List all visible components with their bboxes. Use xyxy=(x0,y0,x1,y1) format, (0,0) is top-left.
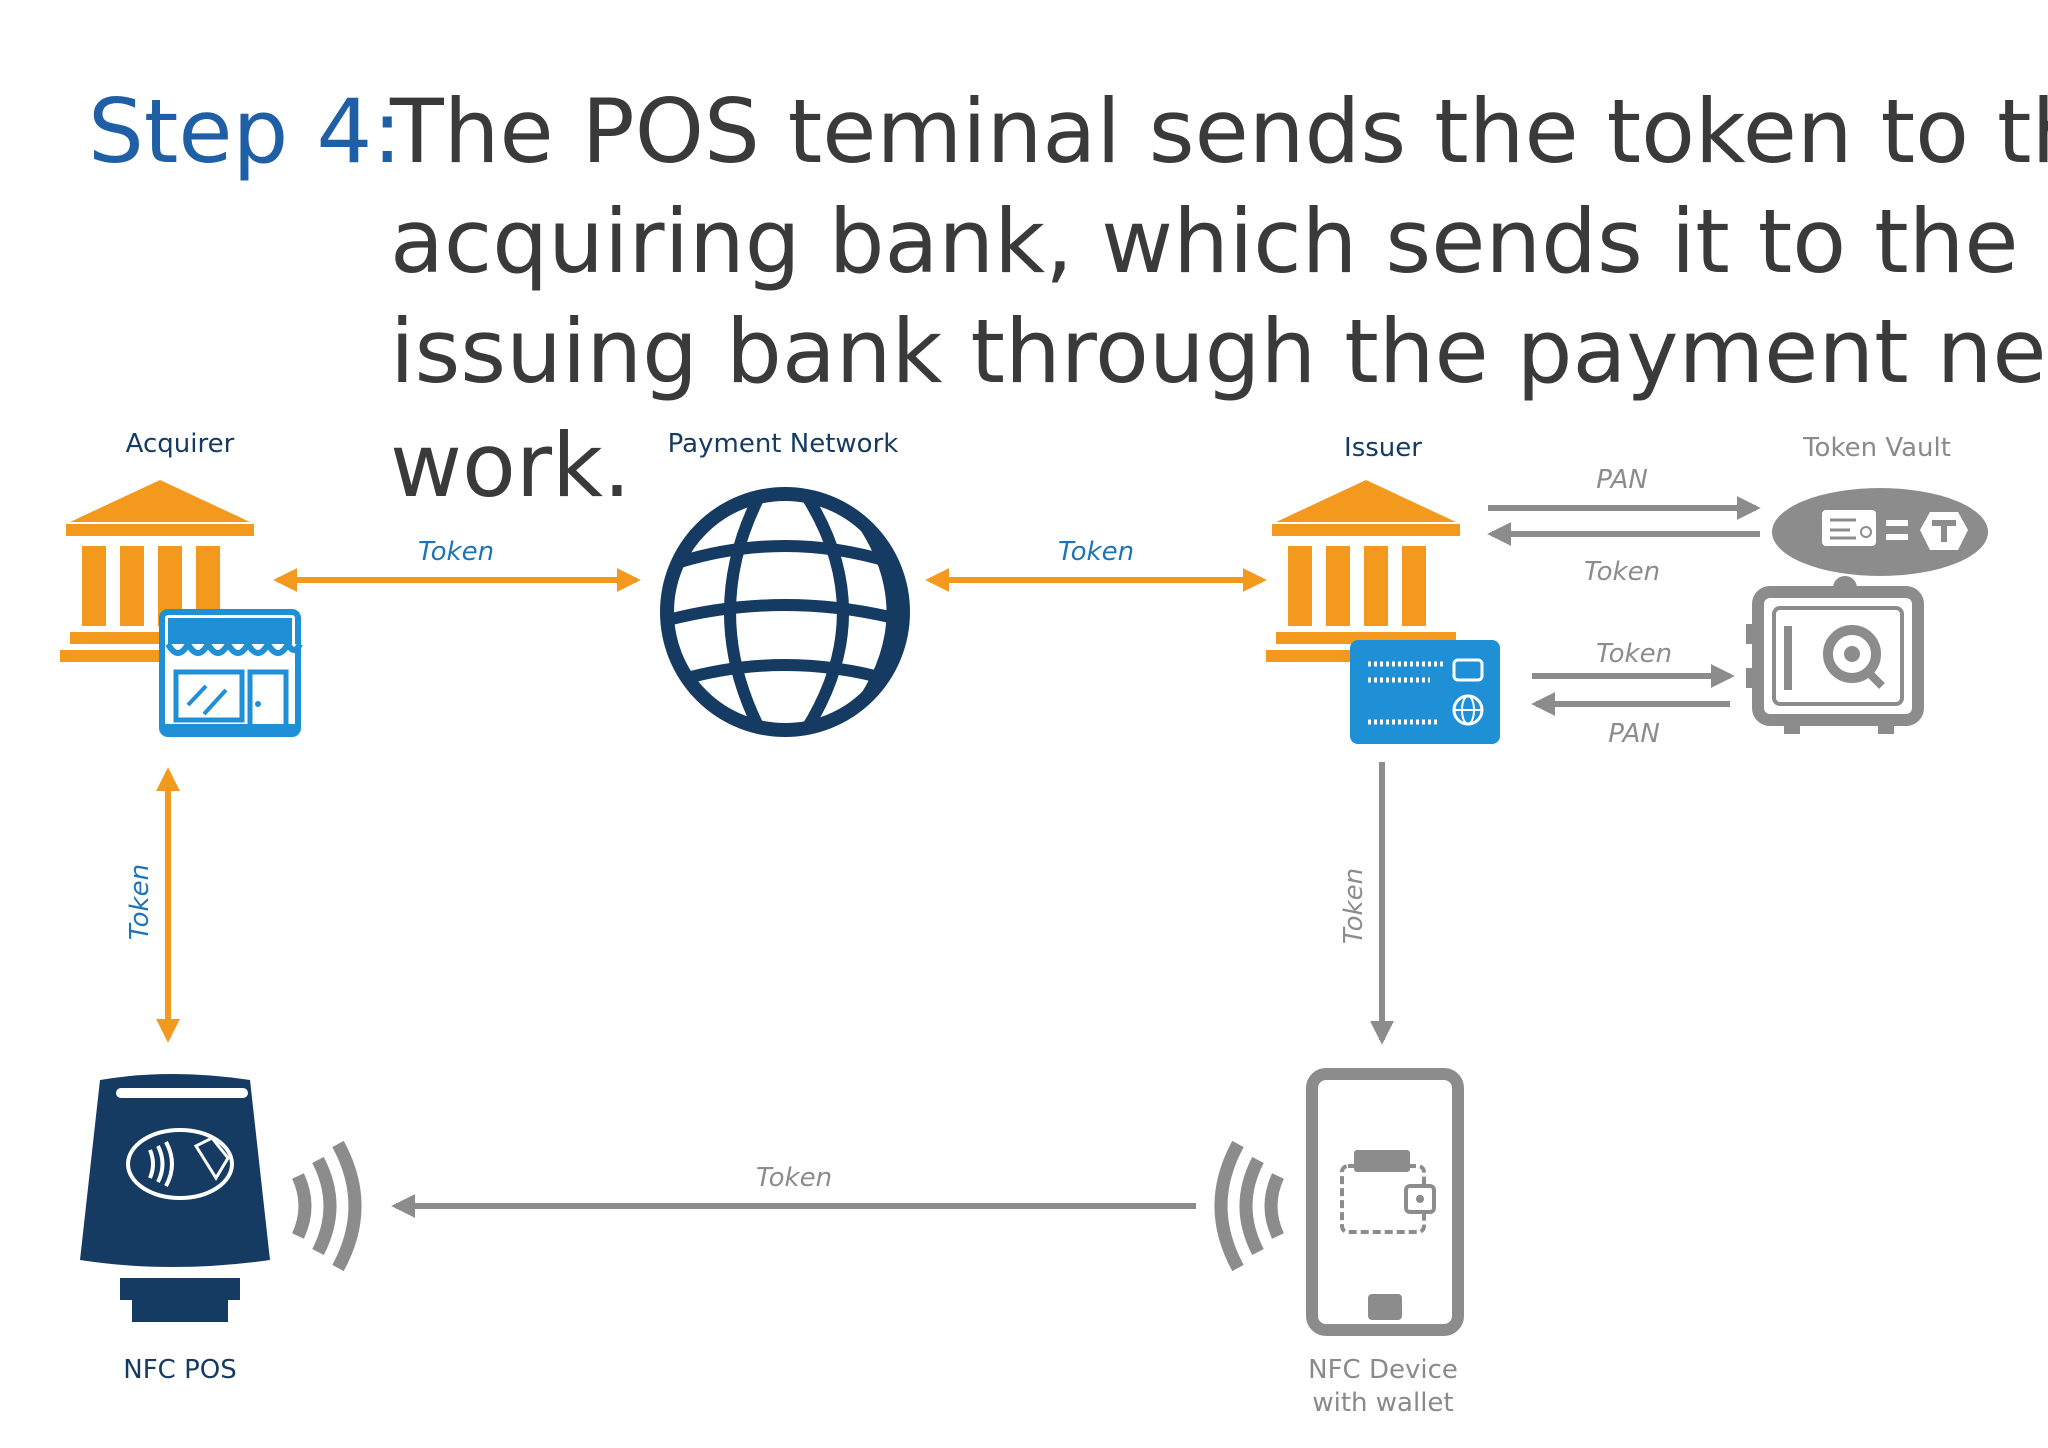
title-line-3: issuing bank through the payment net- xyxy=(390,300,2048,403)
nfc-device-label-line-2: with wallet xyxy=(1312,1388,1453,1418)
flow-label-issuer-safe-pan: PAN xyxy=(1608,719,1660,749)
title-step-label: Step 4: xyxy=(88,80,402,183)
token-vault-bubble-icon xyxy=(1772,488,1988,611)
flow-label-issuer-vault-pan: PAN xyxy=(1596,465,1648,495)
flow-label-device-pos: Token xyxy=(756,1163,832,1193)
flow-label-acquirer-network: Token xyxy=(418,537,494,567)
issuer-bank-icon xyxy=(1266,480,1466,662)
flow-label-acquirer-pos: Token xyxy=(125,864,155,940)
acquirer-label: Acquirer xyxy=(126,429,235,459)
flow-label-issuer-vault-token: Token xyxy=(1584,557,1660,587)
device-wireless-signal-icon xyxy=(1214,1140,1284,1272)
nfc-device-label-line-1: NFC Device xyxy=(1308,1355,1458,1385)
page-title: Step 4: The POS teminal sends the token … xyxy=(88,80,2048,517)
flow-label-issuer-safe-token: Token xyxy=(1596,639,1672,669)
vault-safe-icon xyxy=(1746,586,1924,734)
pos-wireless-signal-icon xyxy=(292,1140,362,1272)
nfc-pos-terminal-icon xyxy=(80,1074,270,1322)
issuer-label: Issuer xyxy=(1344,433,1422,463)
flow-label-network-issuer: Token xyxy=(1058,537,1134,567)
title-line-2: acquiring bank, which sends it to the xyxy=(390,190,2019,293)
credit-card-icon xyxy=(1350,640,1500,744)
wallet-icon xyxy=(1340,1150,1436,1234)
payment-network-label: Payment Network xyxy=(668,429,899,459)
merchant-store-icon xyxy=(159,609,303,737)
title-line-4: work. xyxy=(390,414,631,517)
nfc-pos-label: NFC POS xyxy=(123,1355,236,1385)
flow-label-issuer-device: Token xyxy=(1339,868,1369,944)
globe-icon xyxy=(660,487,910,737)
title-line-1: The POS teminal sends the token to the xyxy=(389,80,2048,183)
token-vault-label: Token Vault xyxy=(1802,433,1951,463)
